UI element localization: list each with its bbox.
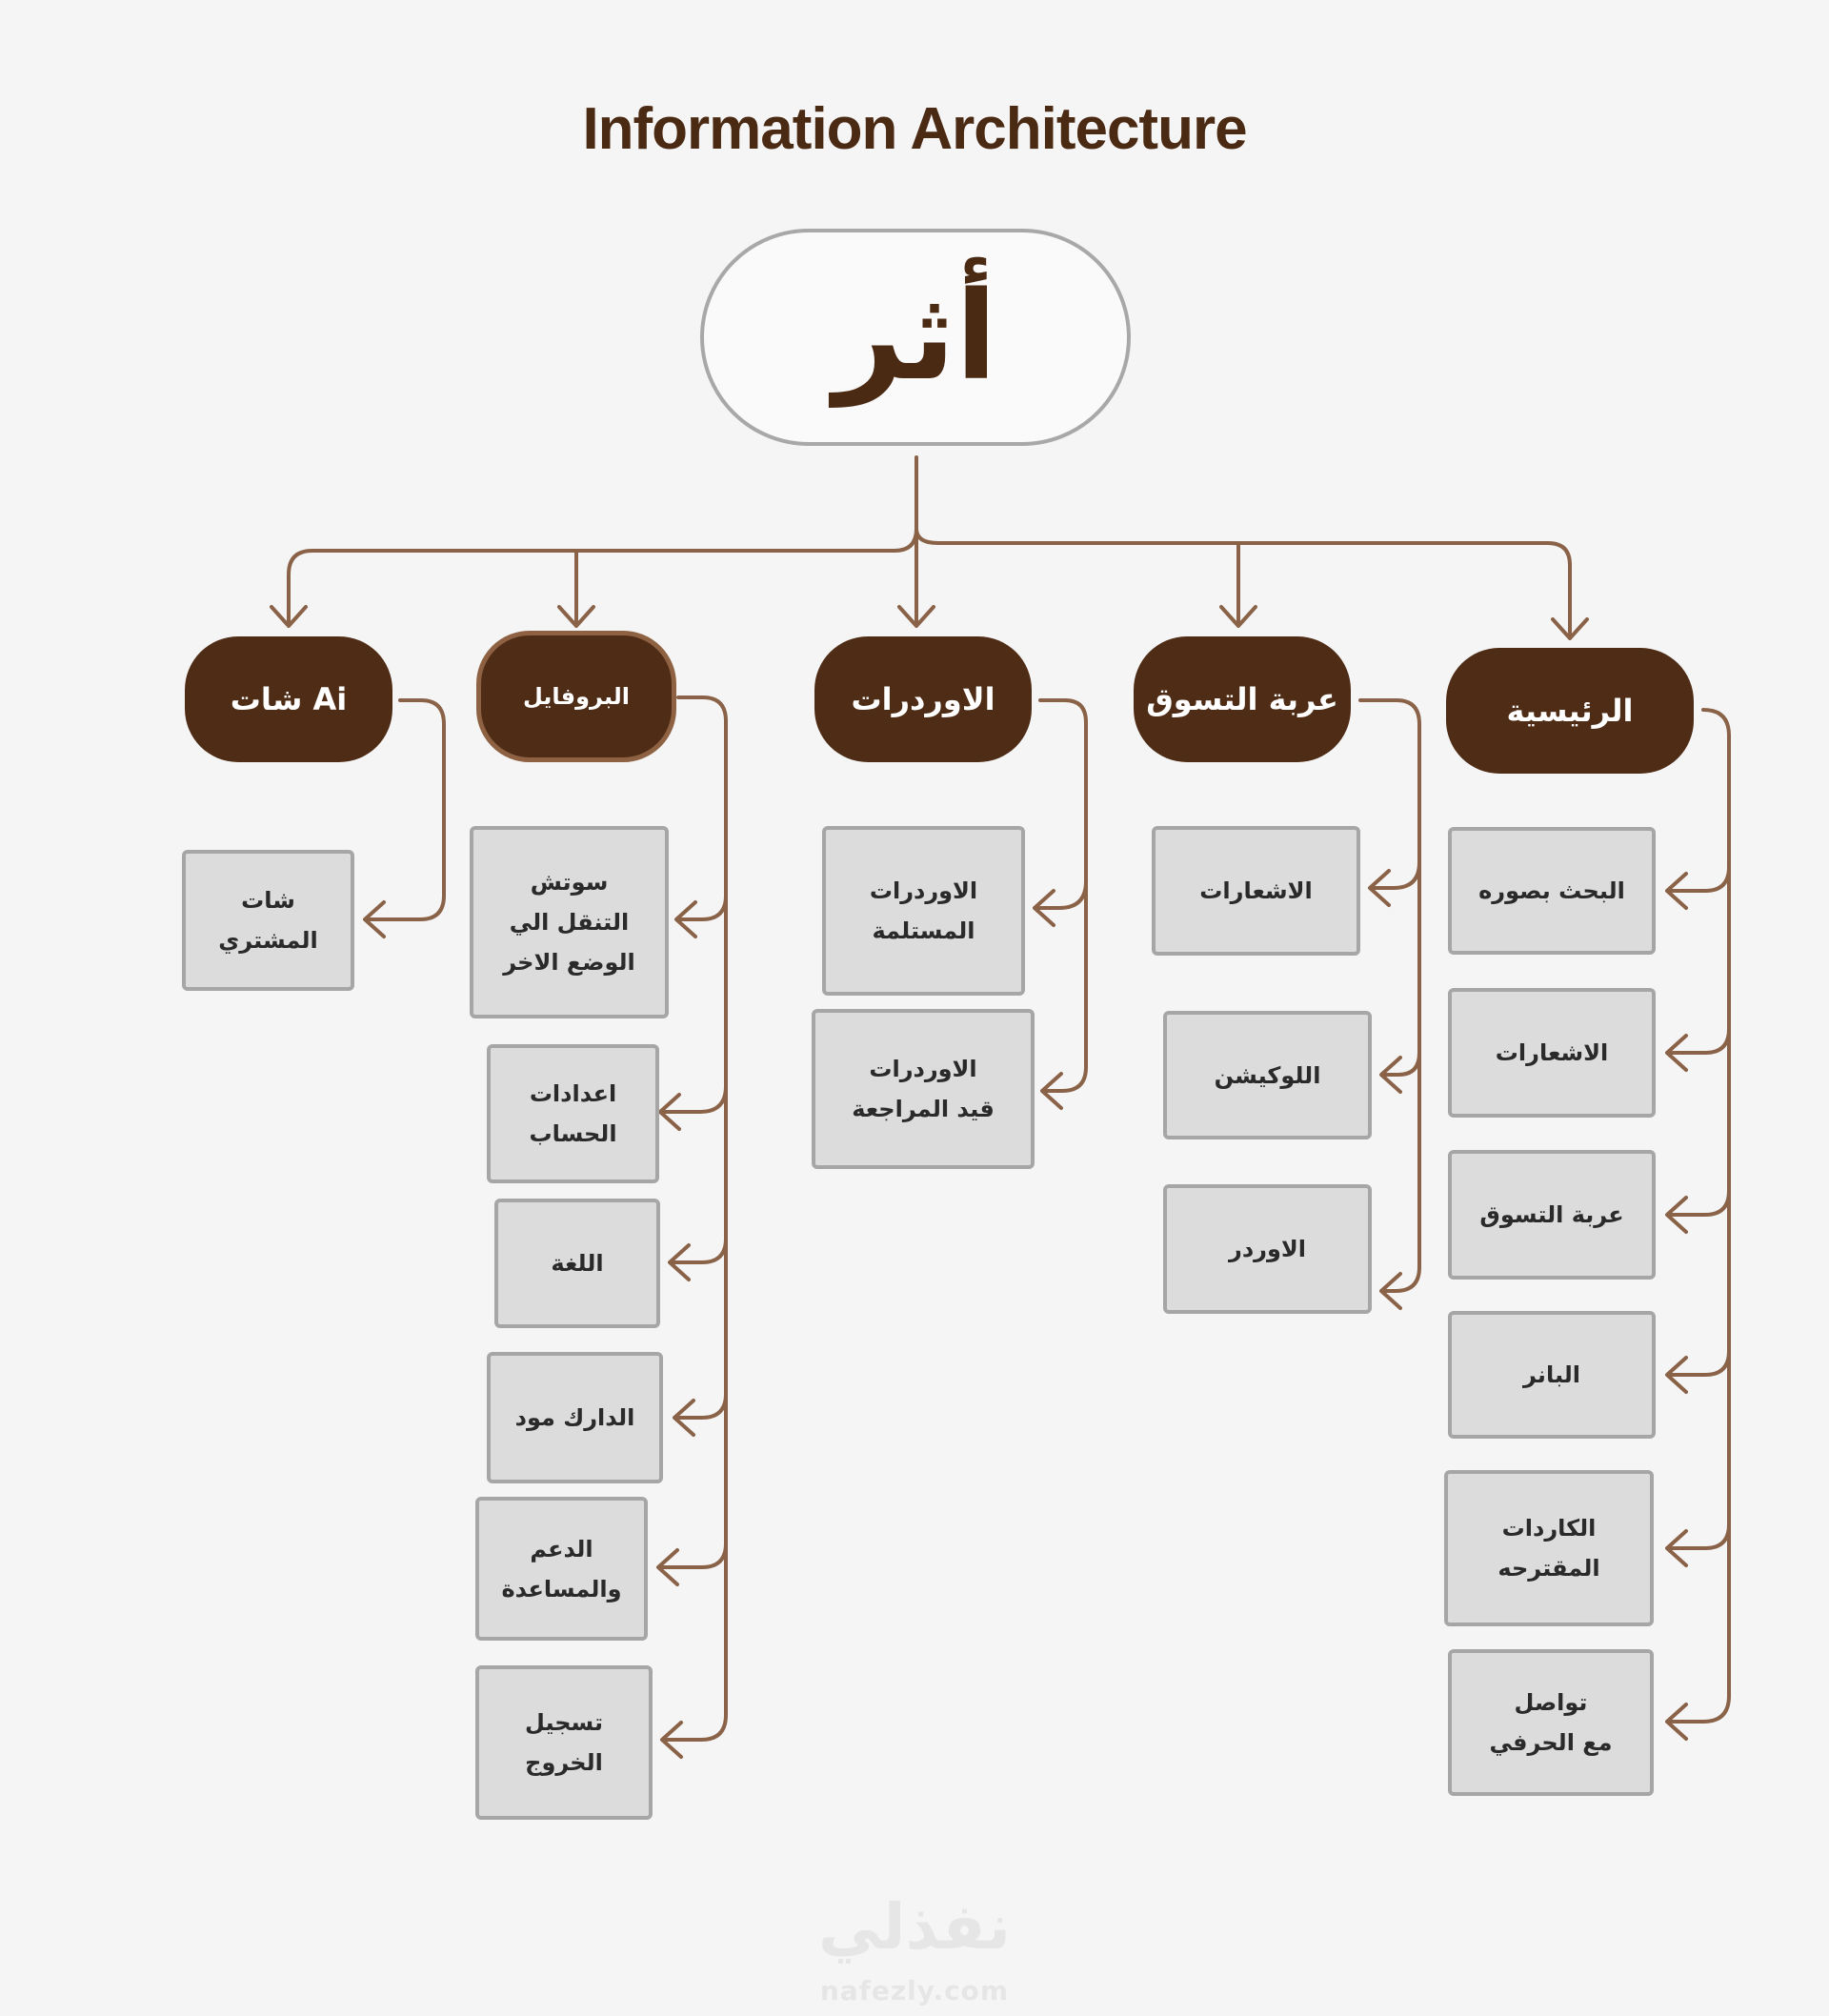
leaf-chat-buyer[interactable]: شات المشتري: [182, 850, 354, 991]
root-node: أثر: [700, 229, 1131, 446]
link-profile-4: [674, 1392, 728, 1420]
link-cart-1: [1370, 860, 1421, 890]
arrowhead-profile: [557, 605, 595, 628]
link-home-1: [1667, 865, 1731, 893]
link-profile-3: [670, 1237, 728, 1264]
leaf-home-notifications[interactable]: الاشعارات: [1448, 988, 1656, 1118]
spine-chat: [365, 698, 446, 921]
diagram-title: Information Architecture: [582, 96, 1247, 162]
arrow-orders-1: [1033, 889, 1055, 927]
link-home-2: [1667, 1027, 1731, 1055]
leaf-profile-logout[interactable]: تسجيل الخروج: [475, 1665, 653, 1820]
arrow-cart-2: [1379, 1056, 1402, 1094]
arrow-cart-3: [1379, 1272, 1402, 1310]
leaf-profile-support[interactable]: الدعم والمساعدة: [475, 1497, 648, 1641]
link-profile-5: [658, 1542, 728, 1569]
arrow-profile-2: [658, 1093, 681, 1131]
arrow-profile-1: [674, 900, 697, 938]
leaf-home-suggested-cards[interactable]: الكاردات المقترحه: [1444, 1470, 1654, 1626]
link-cart-2: [1381, 1051, 1421, 1077]
arrow-orders-2: [1040, 1072, 1063, 1110]
leaf-home-contact-artisan[interactable]: تواصل مع الحرفي: [1448, 1649, 1654, 1796]
leaf-profile-switch-mode[interactable]: سوتش التنقل الي الوضع الاخر: [470, 826, 669, 1018]
arrow-home-1: [1665, 872, 1688, 910]
arrowhead-cart: [1219, 605, 1257, 628]
arrow-home-5: [1665, 1529, 1688, 1567]
arrowhead-orders: [897, 605, 935, 628]
arrow-chat-1: [363, 900, 386, 938]
arrow-home-2: [1665, 1034, 1688, 1072]
spine-orders: [1038, 698, 1088, 1093]
spine-home: [1667, 708, 1731, 1724]
arrow-cart-1: [1368, 869, 1391, 907]
arrow-home-3: [1665, 1196, 1688, 1234]
link-home-3: [1667, 1189, 1731, 1217]
leaf-cart-order[interactable]: الاوردر: [1163, 1184, 1372, 1314]
spine-cart: [1358, 698, 1421, 1293]
arrow-profile-6: [660, 1721, 683, 1759]
arrowhead-home: [1551, 617, 1589, 640]
category-cart[interactable]: عربة التسوق: [1134, 636, 1351, 762]
link-home-4: [1667, 1349, 1731, 1377]
link-home-5: [1667, 1522, 1731, 1550]
category-ai-chat[interactable]: شات Ai: [185, 636, 392, 762]
spine-profile: [662, 696, 728, 1742]
arrow-profile-4: [673, 1399, 695, 1437]
link-orders-1: [1035, 879, 1088, 910]
leaf-cart-notifications[interactable]: الاشعارات: [1152, 826, 1360, 956]
leaf-orders-under-review[interactable]: الاوردرات قيد المراجعة: [812, 1009, 1035, 1169]
category-profile[interactable]: البروفايل: [476, 631, 676, 762]
link-profile-1: [676, 894, 728, 921]
link-profile-2: [660, 1084, 728, 1114]
arrow-profile-5: [656, 1548, 679, 1586]
leaf-profile-language[interactable]: اللغة: [494, 1199, 660, 1328]
watermark-latin: nafezly.com: [819, 1975, 1010, 2006]
leaf-home-banner[interactable]: البانر: [1448, 1311, 1656, 1439]
watermark-arabic: نفذلي: [818, 1890, 1011, 1964]
leaf-home-cart[interactable]: عربة التسوق: [1448, 1150, 1656, 1280]
branch-right-bar: [914, 527, 1572, 638]
root-label: أثر: [834, 266, 997, 408]
arrow-home-4: [1665, 1356, 1688, 1394]
arrowhead-chat: [270, 605, 308, 628]
leaf-home-image-search[interactable]: البحث بصوره: [1448, 827, 1656, 955]
arrow-profile-3: [668, 1243, 691, 1281]
leaf-orders-received[interactable]: الاوردرات المستلمة: [822, 826, 1025, 996]
leaf-profile-account-settings[interactable]: اعدادات الحساب: [487, 1044, 659, 1183]
branch-left-bar: [287, 527, 918, 626]
leaf-profile-dark-mode[interactable]: الدارك مود: [487, 1352, 663, 1483]
arrow-home-6: [1665, 1703, 1688, 1741]
category-orders[interactable]: الاوردرات: [814, 636, 1032, 762]
leaf-cart-location[interactable]: اللوكيشن: [1163, 1011, 1372, 1139]
category-home[interactable]: الرئيسية: [1446, 648, 1694, 774]
